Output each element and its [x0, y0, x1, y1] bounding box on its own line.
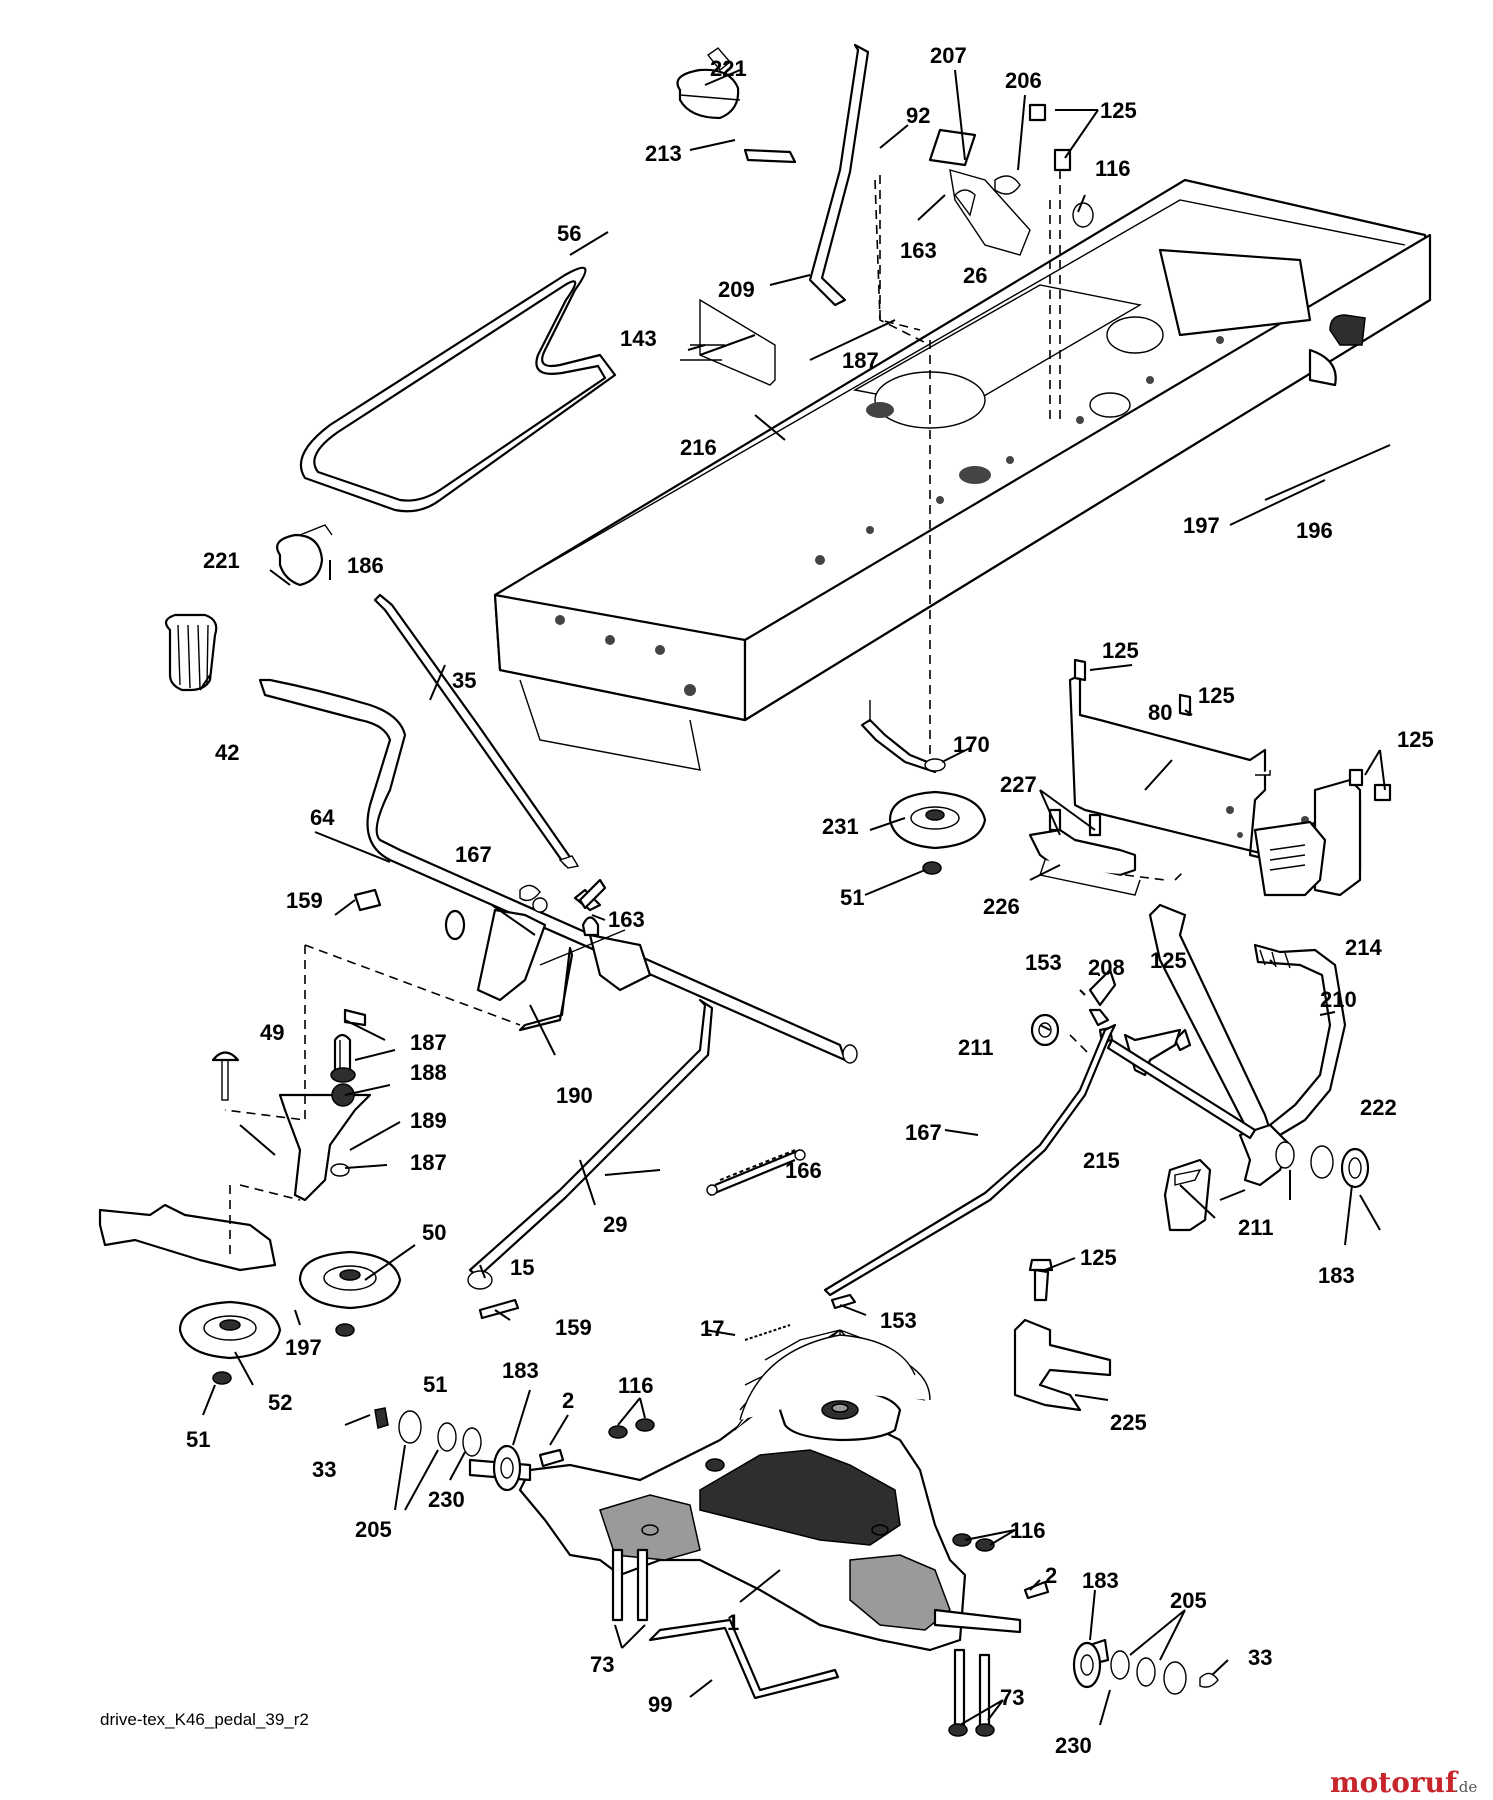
label-227: 227	[1000, 772, 1037, 797]
label-80: 80	[1148, 700, 1172, 725]
label-207: 207	[930, 43, 967, 68]
label-64: 64	[310, 805, 335, 830]
axle-washers	[374, 1407, 1219, 1695]
label-15: 15	[510, 1255, 534, 1280]
label-222: 222	[1360, 1095, 1397, 1120]
label-50: 50	[422, 1220, 446, 1245]
label-205-left: 205	[355, 1517, 392, 1542]
label-209: 209	[718, 277, 755, 302]
label-190: 197	[285, 1335, 322, 1360]
pedal-assembly	[823, 820, 1370, 1297]
reference-code: drive-tex_K46_pedal_39_r2	[100, 1710, 309, 1729]
label-56: 56	[557, 221, 581, 246]
drive-belt	[299, 266, 617, 513]
label-116-top: 116	[1095, 156, 1131, 181]
label-153-bottom: 153	[880, 1308, 917, 1333]
label-33-right: 33	[1248, 1645, 1272, 1670]
label-183-left: 183	[502, 1358, 539, 1383]
label-116-mid: 116	[618, 1373, 654, 1398]
label-116-right: 116	[1010, 1518, 1046, 1543]
label-214: 214	[1345, 935, 1382, 960]
label-92: 92	[906, 103, 930, 128]
label-1: 1	[727, 1610, 739, 1635]
label-230-left: 230	[428, 1487, 465, 1512]
label-211-top: 211	[958, 1035, 994, 1060]
label-210: 210	[1320, 987, 1357, 1012]
label-215: 215	[1083, 1148, 1120, 1173]
label-73-right: 73	[1000, 1685, 1024, 1710]
transaxle	[468, 1329, 1022, 1737]
label-226: 226	[983, 894, 1020, 919]
label-185-mid: 187	[410, 1030, 447, 1055]
label-51-bottom: 51	[186, 1427, 210, 1452]
label-211-bottom: 211	[1238, 1215, 1274, 1240]
label-189: 189	[410, 1108, 447, 1133]
label-17: 17	[700, 1316, 724, 1341]
label-167: 167	[455, 842, 492, 867]
label-185-top: 187	[842, 348, 879, 373]
label-225: 225	[1110, 1410, 1147, 1435]
label-99: 99	[648, 1692, 672, 1717]
label-35: 35	[452, 668, 476, 693]
label-186: 188	[410, 1060, 447, 1085]
label-221-mid: 221	[203, 548, 240, 573]
center-pulley	[860, 700, 987, 875]
watermark-suffix: .de	[1454, 1778, 1477, 1796]
label-2-left: 2	[562, 1388, 574, 1413]
label-125-mid2: 125	[1198, 683, 1235, 708]
label-231: 231	[822, 814, 859, 839]
label-143: 143	[620, 326, 657, 351]
label-51-left: 51	[423, 1372, 447, 1397]
callout-labels: 221 213 56 209 92 163 26 207 206 125 116…	[186, 43, 1434, 1758]
label-187: 187	[410, 1150, 447, 1175]
motoruf-watermark-logo: motoruf .de	[1330, 1766, 1477, 1799]
label-196: 196	[1296, 518, 1333, 543]
label-125-top: 125	[1100, 98, 1137, 123]
label-160-top: 163	[900, 238, 937, 263]
springs-hardware	[478, 878, 857, 1341]
label-213: 213	[645, 141, 682, 166]
label-51-mid: 51	[840, 885, 864, 910]
label-42: 42	[215, 740, 239, 765]
shift-lever-assembly	[676, 43, 1094, 386]
label-125-bottom: 125	[1080, 1245, 1117, 1270]
frame-chassis	[493, 178, 1432, 771]
label-205-right: 205	[1170, 1588, 1207, 1613]
label-125-mid1: 125	[1102, 638, 1139, 663]
left-pulley-stack	[98, 1008, 402, 1385]
watermark-text: motoruf	[1330, 1766, 1459, 1799]
label-166: 183	[1318, 1263, 1355, 1288]
label-159-bottom: 159	[555, 1315, 592, 1340]
steering-parts	[164, 524, 858, 1290]
label-208: 208	[1088, 955, 1125, 980]
label-184: 186	[347, 553, 384, 578]
label-52: 52	[268, 1390, 292, 1415]
label-153-right: 153	[1025, 950, 1062, 975]
label-230-right: 230	[1055, 1733, 1092, 1758]
label-160-mid: 163	[608, 907, 645, 932]
label-161: 166	[785, 1158, 822, 1183]
label-26: 26	[963, 263, 987, 288]
label-170: 170	[953, 732, 990, 757]
label-73-left: 73	[590, 1652, 614, 1677]
label-216: 216	[680, 435, 717, 460]
bracket-225	[1013, 1258, 1112, 1412]
label-125-mid3: 125	[1397, 727, 1434, 752]
label-221-top: 221	[710, 56, 747, 81]
right-brackets	[1028, 658, 1392, 897]
label-183-right: 183	[1082, 1568, 1119, 1593]
label-206: 206	[1005, 68, 1042, 93]
leader-lines	[199, 69, 1391, 1726]
label-159-mid: 159	[286, 888, 323, 913]
label-2-right: 2	[1045, 1563, 1057, 1588]
label-29: 29	[603, 1212, 627, 1237]
label-163: 167	[905, 1120, 942, 1145]
label-49: 49	[260, 1020, 284, 1045]
label-197: 197	[1183, 513, 1220, 538]
label-33-left: 33	[312, 1457, 336, 1482]
label-125-right: 125	[1150, 948, 1187, 973]
rod-99	[648, 1618, 840, 1700]
label-188: 190	[556, 1083, 593, 1108]
